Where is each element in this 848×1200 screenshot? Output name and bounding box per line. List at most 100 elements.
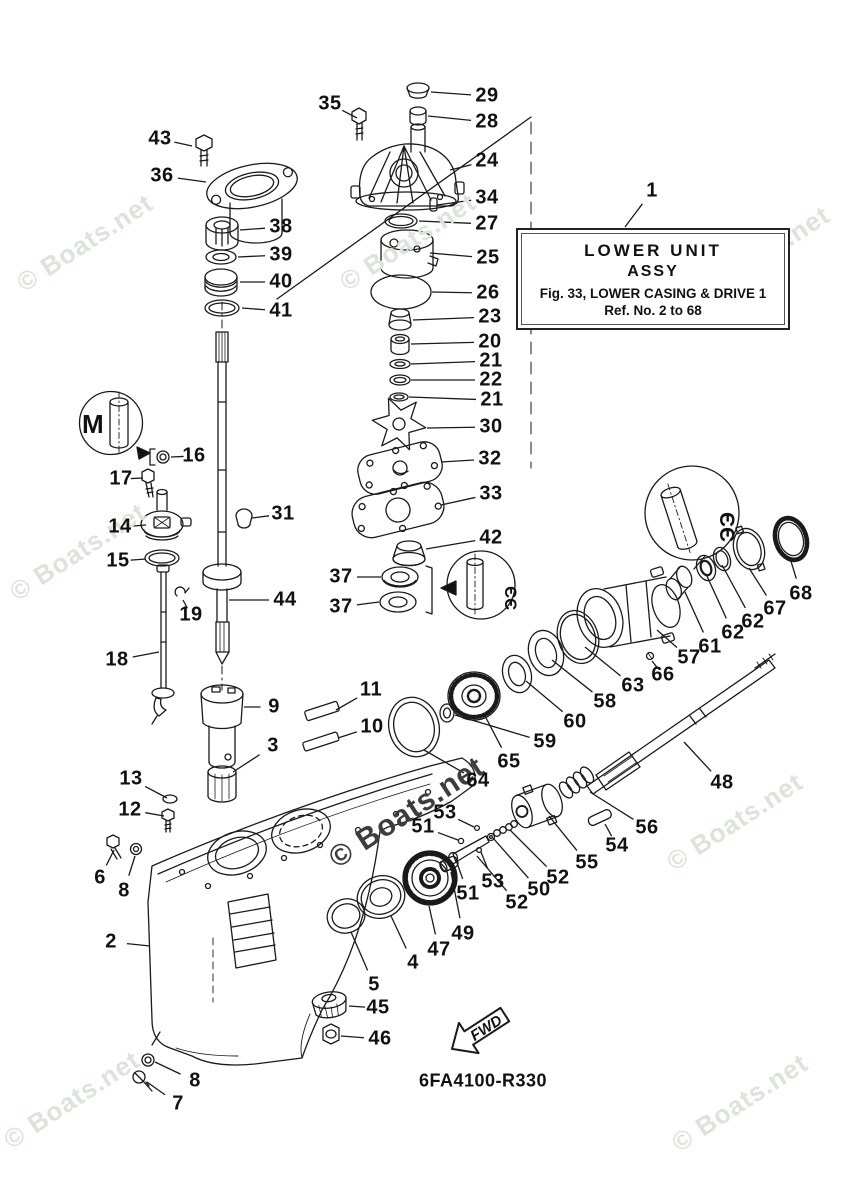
part-callout-19: 19	[179, 603, 203, 626]
part-callout-47: 47	[427, 938, 451, 961]
part-callout-66: 66	[651, 663, 675, 686]
part-callout-9: 9	[268, 695, 280, 718]
water-pump-group	[350, 82, 465, 615]
part-callout-15: 15	[106, 549, 130, 572]
fwd-arrow: FWD	[451, 1006, 511, 1055]
part-callout-51: 51	[411, 815, 435, 838]
svg-text:M: M	[82, 409, 104, 439]
svg-text:ЄЄ: ЄЄ	[501, 586, 520, 610]
boats-net-watermark: © Boats.net	[4, 496, 152, 607]
part-callout-30: 30	[479, 415, 503, 438]
part-callout-41: 41	[269, 299, 293, 322]
svg-text:ЄЄ: ЄЄ	[715, 512, 738, 542]
part-callout-14: 14	[108, 515, 132, 538]
forward-gear	[447, 671, 501, 721]
pinion-gear	[311, 991, 347, 1019]
part-callout-16: 16	[182, 444, 206, 467]
svg-text:FWD: FWD	[467, 1012, 505, 1045]
part-callout-39: 39	[269, 243, 293, 266]
part-callout-58: 58	[593, 690, 617, 713]
part-callout-48: 48	[710, 771, 734, 794]
title-box: LOWER UNIT ASSY Fig. 33, LOWER CASING & …	[516, 228, 790, 330]
figure-caption: Fig. 33, LOWER CASING & DRIVE 1	[539, 285, 767, 301]
bearing-mark-inset-mid: ЄЄ	[440, 550, 520, 620]
part-callout-52: 52	[505, 891, 529, 914]
boats-net-watermark: © Boats.net	[11, 187, 159, 298]
part-callout-46: 46	[368, 1027, 392, 1050]
part-callout-3: 3	[267, 734, 279, 757]
part-callout-54: 54	[605, 834, 629, 857]
part-callout-24: 24	[475, 149, 499, 172]
part-callout-51: 51	[456, 882, 480, 905]
part-callout-43: 43	[148, 127, 172, 150]
part-callout-5: 5	[368, 973, 380, 996]
part-callout-63: 63	[621, 674, 645, 697]
part-callout-1: 1	[646, 179, 658, 202]
part-callout-37: 37	[329, 595, 353, 618]
part-callout-60: 60	[563, 710, 587, 733]
boats-net-watermark: © Boats.net	[661, 766, 809, 877]
part-callout-53: 53	[481, 870, 505, 893]
part-callout-61: 61	[698, 635, 722, 658]
part-callout-6: 6	[94, 866, 106, 889]
part-callout-50: 50	[527, 878, 551, 901]
part-callout-62: 62	[721, 621, 745, 644]
part-callout-22: 22	[479, 368, 503, 391]
part-callout-11: 11	[359, 678, 383, 701]
part-callout-21: 21	[479, 349, 503, 372]
part-callout-29: 29	[475, 84, 499, 107]
part-callout-32: 32	[478, 447, 502, 470]
drive-shaft-group	[140, 331, 253, 833]
part-callout-44: 44	[273, 588, 297, 611]
boats-net-watermark: © Boats.net	[666, 1047, 814, 1158]
part-callout-18: 18	[105, 648, 129, 671]
boats-net-watermark: © Boats.net	[0, 1044, 146, 1155]
part-callout-38: 38	[269, 215, 293, 238]
part-callout-25: 25	[476, 246, 500, 269]
part-callout-21: 21	[480, 388, 504, 411]
part-callout-33: 33	[479, 482, 503, 505]
part-callout-20: 20	[478, 330, 502, 353]
boats-net-watermark: © Boats.net	[334, 186, 482, 297]
bearing-mark-inset-right: ЄЄ	[644, 465, 740, 570]
impeller	[371, 397, 427, 451]
part-callout-37: 37	[329, 565, 353, 588]
ref-range: Ref. No. 2 to 68	[604, 302, 702, 318]
part-callout-12: 12	[118, 798, 142, 821]
drawing-code: 6FA4100-R330	[418, 1070, 548, 1091]
part-callout-62: 62	[741, 610, 765, 633]
part-callout-2: 2	[105, 930, 117, 953]
part-callout-7: 7	[172, 1092, 184, 1115]
title-line-1: LOWER UNIT	[584, 240, 722, 260]
part-callout-64: 64	[466, 769, 490, 792]
part-callout-49: 49	[451, 922, 475, 945]
part-callout-57: 57	[677, 646, 701, 669]
part-callout-36: 36	[150, 164, 174, 187]
part-callout-4: 4	[407, 951, 419, 974]
part-callout-27: 27	[475, 212, 499, 235]
part-callout-59: 59	[533, 730, 557, 753]
carrier-bearing-group	[387, 515, 810, 758]
part-callout-53: 53	[433, 801, 457, 824]
part-callout-68: 68	[789, 582, 813, 605]
keys	[302, 700, 340, 752]
part-callout-31: 31	[271, 502, 295, 525]
part-callout-42: 42	[479, 526, 503, 549]
title-box-inner: LOWER UNIT ASSY Fig. 33, LOWER CASING & …	[521, 233, 785, 325]
part-callout-8: 8	[189, 1069, 201, 1092]
part-callout-28: 28	[475, 110, 499, 133]
part-callout-45: 45	[366, 996, 390, 1019]
part-callout-52: 52	[546, 866, 570, 889]
part-callout-10: 10	[360, 715, 384, 738]
title-line-2: ASSY	[627, 262, 679, 280]
part-callout-35: 35	[318, 92, 342, 115]
part-callout-56: 56	[635, 816, 659, 839]
part-callout-17: 17	[109, 467, 133, 490]
bearing-mark-inset-left: M	[78, 390, 151, 460]
part-callout-65: 65	[497, 750, 521, 773]
part-callout-40: 40	[269, 270, 293, 293]
part-callout-26: 26	[476, 281, 500, 304]
